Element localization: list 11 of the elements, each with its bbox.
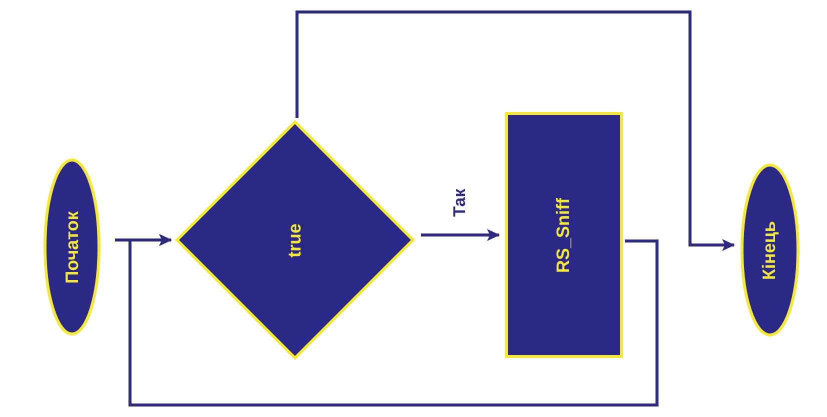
decision-diamond: [175, 120, 415, 360]
node-label: true: [284, 223, 306, 257]
arrow: [421, 229, 500, 241]
end-ellipse: [740, 163, 800, 337]
arrow: [128, 234, 658, 406]
start-ellipse: [43, 158, 101, 336]
process-box: [505, 112, 623, 358]
node-label: Кінець: [758, 220, 780, 280]
node-label: Початок: [60, 210, 82, 284]
node-label: RS_Sniff: [552, 198, 574, 272]
arrow: [296, 10, 735, 251]
